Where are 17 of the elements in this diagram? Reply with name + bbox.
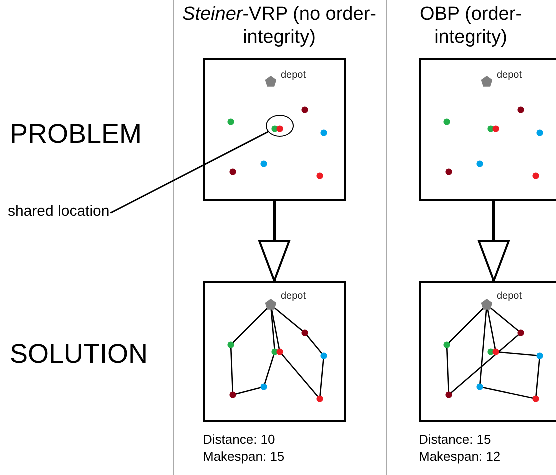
depot-label: depot [281, 70, 306, 81]
column-heading: OBP (order-integrity) [418, 4, 524, 50]
depot-label: depot [497, 70, 522, 81]
depot-label: depot [497, 291, 522, 302]
metric-text: Distance: 10 [203, 432, 276, 447]
arrow [478, 201, 510, 282]
callout-text: shared location [8, 203, 110, 220]
metric-text: Makespan: 15 [203, 449, 285, 464]
row-heading: SOLUTION [10, 338, 148, 370]
depot-label: depot [281, 291, 306, 302]
metric-text: Makespan: 12 [419, 449, 501, 464]
highlight-circle [266, 115, 294, 137]
row-heading: PROBLEM [10, 118, 142, 150]
column-heading: Steiner-VRP (no order-integrity) [182, 4, 378, 50]
metric-text: Distance: 15 [419, 432, 492, 447]
leader-line [110, 131, 269, 214]
arrow [258, 201, 290, 282]
